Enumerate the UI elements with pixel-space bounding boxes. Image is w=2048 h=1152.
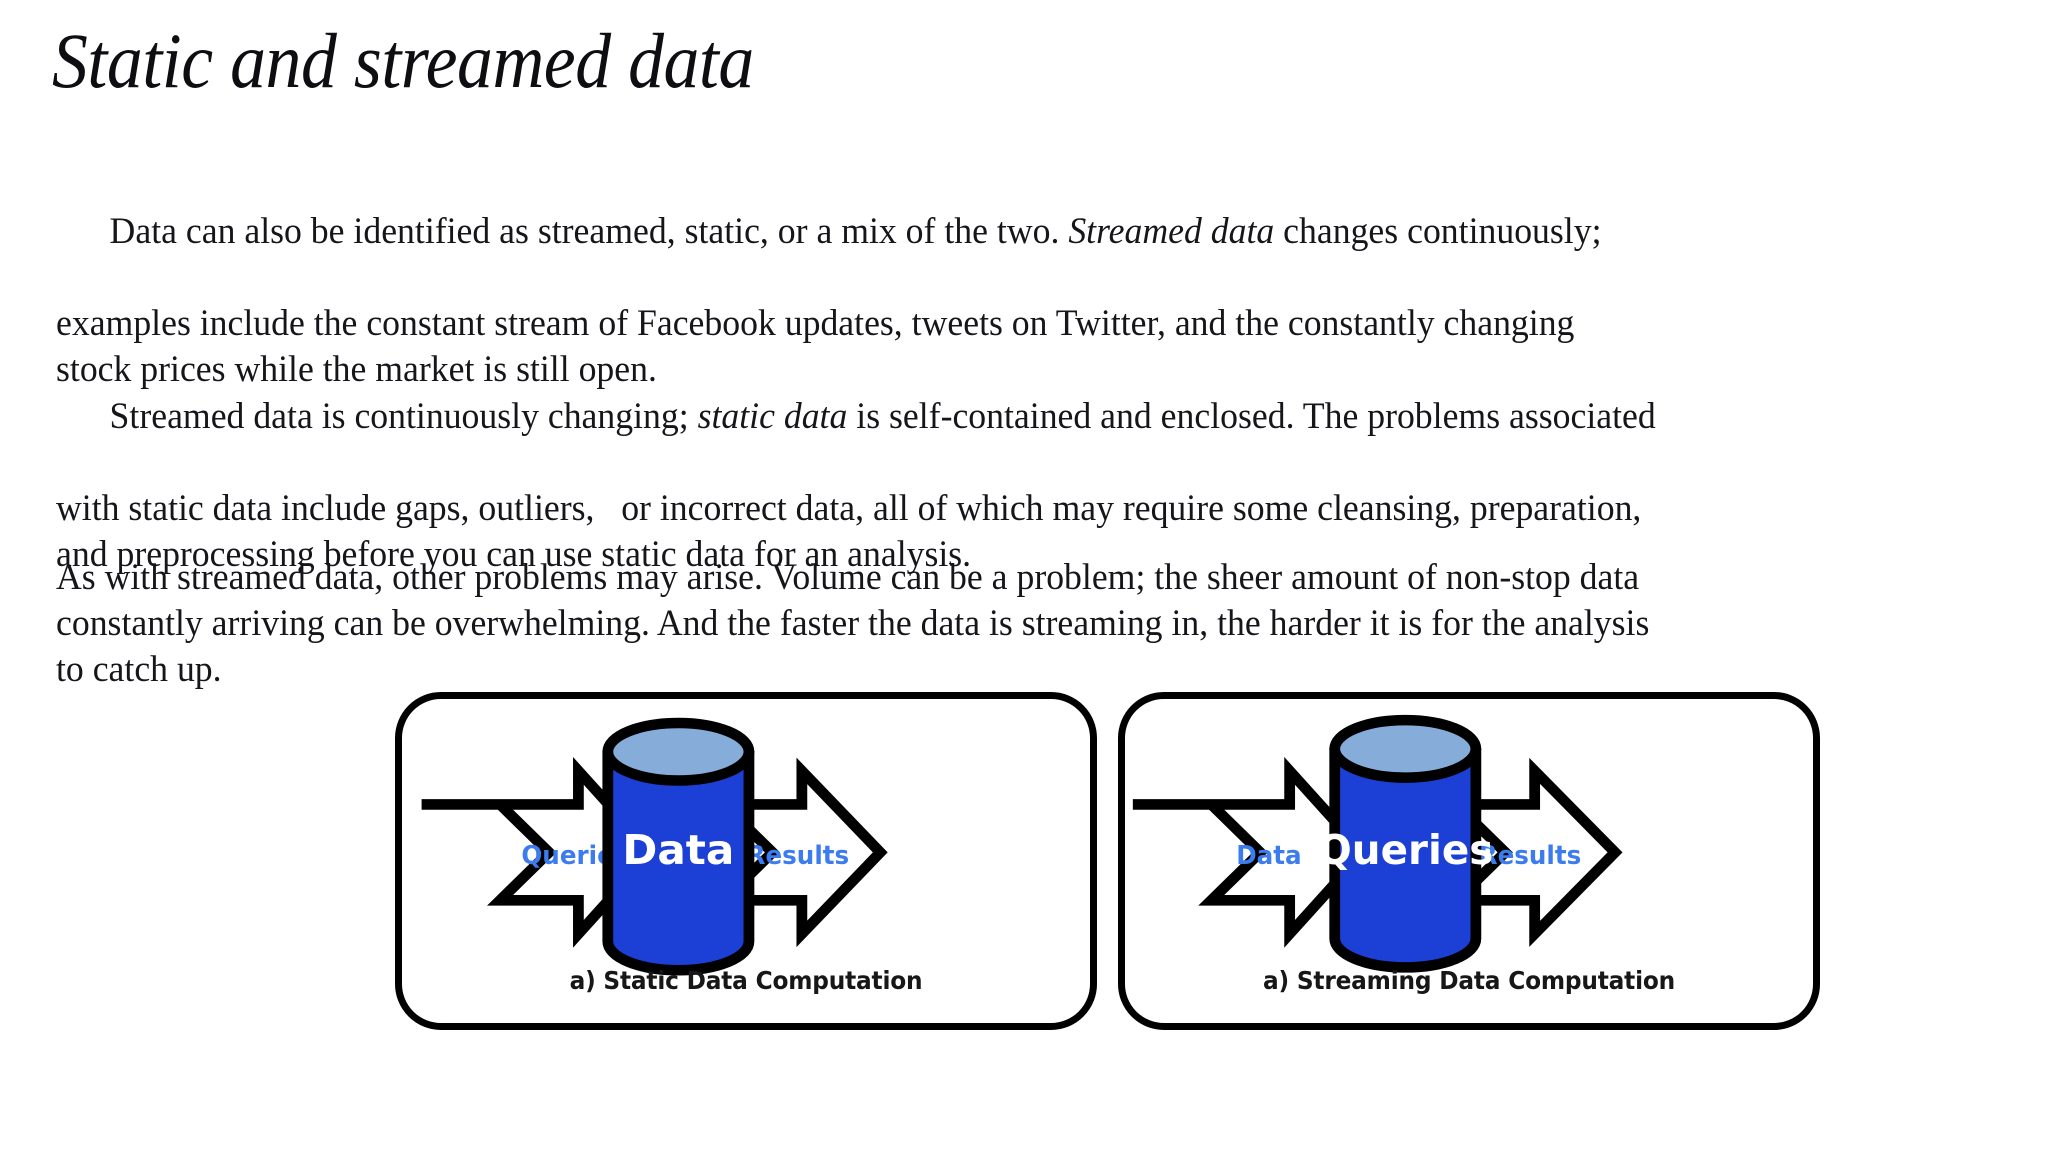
cylinder-label: Data <box>622 825 734 873</box>
emphasis-streamed-data: Streamed data <box>1068 211 1275 252</box>
text-run: changes continuously; <box>1274 211 1602 252</box>
panel-static-data-computation: Queries Results Data a) Static Data Comp… <box>395 692 1097 1030</box>
cylinder-body <box>602 746 755 976</box>
input-arrow-label: Data <box>1236 840 1301 870</box>
cylinder-top-ellipse <box>1329 714 1482 783</box>
input-arrow-shape <box>421 756 660 948</box>
paragraph-3-line-2: constantly arriving can be overwhelming.… <box>56 603 1650 644</box>
panel-streaming-data-computation: Data Results Queries a) Streaming Data C… <box>1118 692 1820 1030</box>
panel-caption: a) Streaming Data Computation <box>1262 966 1676 995</box>
cylinder-body <box>1329 743 1482 973</box>
paragraph-1-line-2: examples include the constant stream of … <box>56 303 1575 344</box>
paragraph-3: As with streamed data, other problems ma… <box>56 555 1962 693</box>
output-arrow-label: Results <box>1479 840 1582 870</box>
text-run: Streamed data is continuously changing; <box>109 396 698 437</box>
streaming-data-diagram: Data Results Queries <box>1132 714 1623 973</box>
cylinder-label: Queries <box>1317 826 1493 874</box>
paragraph-2-line-2: with static data include gaps, outliers,… <box>56 488 1642 529</box>
paragraph-2-line-3: and preprocessing before you can use sta… <box>56 534 972 575</box>
page-title: Static and streamed data <box>52 17 754 104</box>
paragraph-1-line-3: stock prices while the market is still o… <box>56 349 657 390</box>
database-cylinder-icon <box>1329 714 1482 973</box>
data-computation-figure: Queries Results Data a) Static Data Comp… <box>395 692 1820 1030</box>
cylinder-top-ellipse <box>602 717 755 786</box>
panel-caption: a) Static Data Computation <box>569 966 923 995</box>
input-arrow-shape <box>1132 756 1371 948</box>
database-cylinder-icon <box>602 717 755 976</box>
paragraph-1: Data can also be identified as streamed,… <box>56 163 1962 393</box>
text-run: is self-contained and enclosed. The prob… <box>847 396 1656 437</box>
paragraph-2: Streamed data is continuously changing; … <box>56 348 1962 578</box>
paragraph-3-line-3: to catch up. <box>56 649 222 690</box>
paragraph-2-line-1: Streamed data is continuously changing; … <box>56 348 1962 486</box>
emphasis-static-data: static data <box>697 396 848 437</box>
paragraph-1-line-1: Data can also be identified as streamed,… <box>56 163 1962 301</box>
text-run: Data can also be identified as streamed,… <box>109 211 1069 252</box>
output-arrow-label: Results <box>747 840 850 870</box>
static-data-diagram: Queries Results Data <box>421 717 888 976</box>
paragraph-3-line-1: As with streamed data, other problems ma… <box>56 557 1640 598</box>
